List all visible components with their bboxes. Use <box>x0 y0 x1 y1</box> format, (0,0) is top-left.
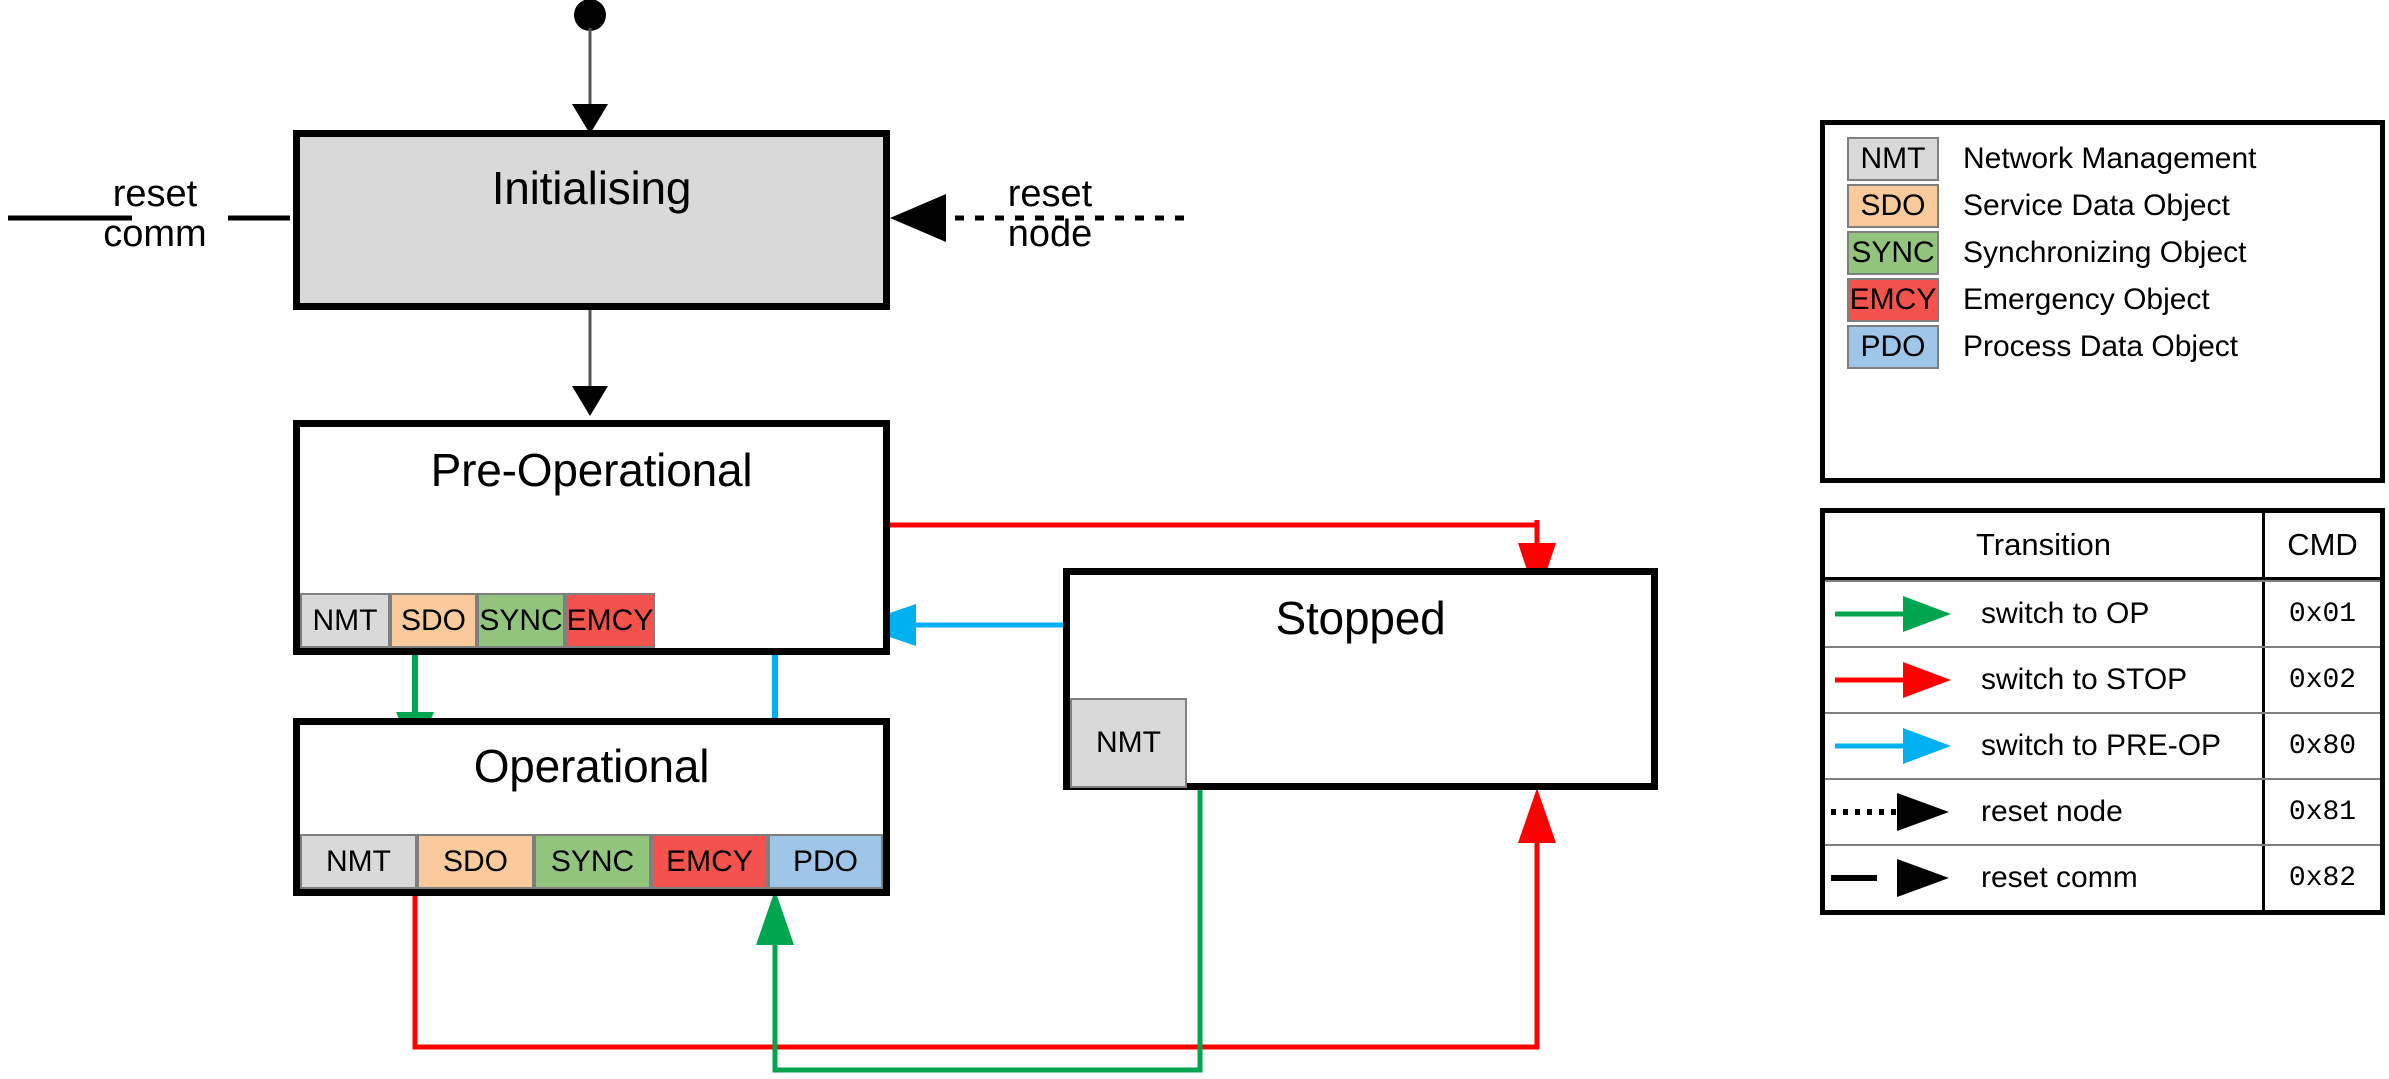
cell-cmd: 0x80 <box>2262 714 2380 778</box>
legend-desc-nmt: Network Management <box>1963 141 2257 175</box>
reset-node-line2: node <box>1007 212 1093 255</box>
label-reset-comm: reset comm <box>1981 861 2138 894</box>
state-label-pre-operational: Pre-Operational <box>430 444 753 496</box>
state-label-operational: Operational <box>473 740 710 792</box>
service-tag-nmt: NMT <box>300 593 390 648</box>
cell-cmd: 0x82 <box>2262 846 2380 910</box>
label-switch-stop: switch to STOP <box>1981 663 2188 696</box>
legend-item-sdo: SDO Service Data Object <box>1825 182 2380 229</box>
service-tag-sdo: SDO <box>417 834 534 889</box>
transition-table: Transition CMD switch to OP 0x01 <box>1820 508 2385 915</box>
cell-cmd: 0x81 <box>2262 780 2380 844</box>
header-cell-cmd: CMD <box>2262 513 2380 577</box>
table-row: reset node 0x81 <box>1825 778 2380 844</box>
label-switch-preop: switch to PRE-OP <box>1981 729 2222 762</box>
cell-cmd: 0x01 <box>2262 582 2380 646</box>
cell-transition: switch to OP <box>1825 582 2262 646</box>
arrow-glyph-reset-node <box>1825 780 1975 844</box>
label-switch-op: switch to OP <box>1981 597 2150 630</box>
label-reset-node: reset node <box>1981 795 2123 828</box>
service-strip-pre-operational: NMT SDO SYNC EMCY <box>300 593 655 648</box>
cell-cmd: 0x02 <box>2262 648 2380 712</box>
legend-desc-sync: Synchronizing Object <box>1963 235 2247 269</box>
arrow-glyph-switch-stop <box>1825 648 1975 712</box>
legend-item-nmt: NMT Network Management <box>1825 135 2380 182</box>
legend-swatch-sdo: SDO <box>1847 183 1939 228</box>
table-row: switch to OP 0x01 <box>1825 580 2380 646</box>
service-tag-nmt: NMT <box>300 834 417 889</box>
service-tag-sdo: SDO <box>390 593 477 648</box>
legend-swatch-nmt: NMT <box>1847 136 1939 181</box>
table-row: switch to PRE-OP 0x80 <box>1825 712 2380 778</box>
legend-swatch-emcy: EMCY <box>1847 277 1939 322</box>
state-label-initialising: Initialising <box>491 162 692 214</box>
service-tag-sync: SYNC <box>534 834 651 889</box>
state-box-initialising[interactable]: Initialising <box>293 130 890 310</box>
cell-transition: reset node <box>1825 780 2262 844</box>
arrow-glyph-reset-comm <box>1825 846 1975 910</box>
cell-transition: switch to STOP <box>1825 648 2262 712</box>
service-tag-nmt: NMT <box>1070 698 1187 788</box>
cell-transition: reset comm <box>1825 846 2262 910</box>
edge-label-reset-node: reset node <box>955 173 1145 255</box>
service-strip-operational: NMT SDO SYNC EMCY PDO <box>300 834 883 889</box>
edge-label-reset-comm: reset comm <box>60 173 250 255</box>
legend-item-pdo: PDO Process Data Object <box>1825 323 2380 370</box>
service-tag-pdo: PDO <box>768 834 883 889</box>
service-tag-emcy: EMCY <box>651 834 768 889</box>
cell-transition: switch to PRE-OP <box>1825 714 2262 778</box>
header-cell-transition: Transition <box>1976 527 2111 562</box>
legend-panel: NMT Network Management SDO Service Data … <box>1820 120 2385 483</box>
table-row: reset comm 0x82 <box>1825 844 2380 910</box>
legend-desc-sdo: Service Data Object <box>1963 188 2230 222</box>
legend-swatch-pdo: PDO <box>1847 324 1939 369</box>
reset-comm-line1: reset <box>112 173 198 215</box>
service-strip-stopped: NMT <box>1070 698 1187 788</box>
legend-desc-emcy: Emergency Object <box>1963 282 2210 316</box>
legend-desc-pdo: Process Data Object <box>1963 329 2239 363</box>
table-row: switch to STOP 0x02 <box>1825 646 2380 712</box>
table-header-row: Transition CMD <box>1825 513 2380 580</box>
arrow-glyph-switch-preop <box>1825 714 1975 778</box>
legend-item-sync: SYNC Synchronizing Object <box>1825 229 2380 276</box>
state-label-stopped: Stopped <box>1275 592 1446 644</box>
service-tag-sync: SYNC <box>477 593 565 648</box>
edge-initialising-to-preop <box>572 308 608 416</box>
reset-comm-line2: comm <box>103 212 207 255</box>
legend-item-emcy: EMCY Emergency Object <box>1825 276 2380 323</box>
edge-start-to-initialising <box>572 0 608 134</box>
legend-swatch-sync: SYNC <box>1847 230 1939 275</box>
arrow-glyph-switch-op <box>1825 582 1975 646</box>
reset-node-line1: reset <box>1007 173 1093 215</box>
service-tag-emcy: EMCY <box>565 593 655 648</box>
